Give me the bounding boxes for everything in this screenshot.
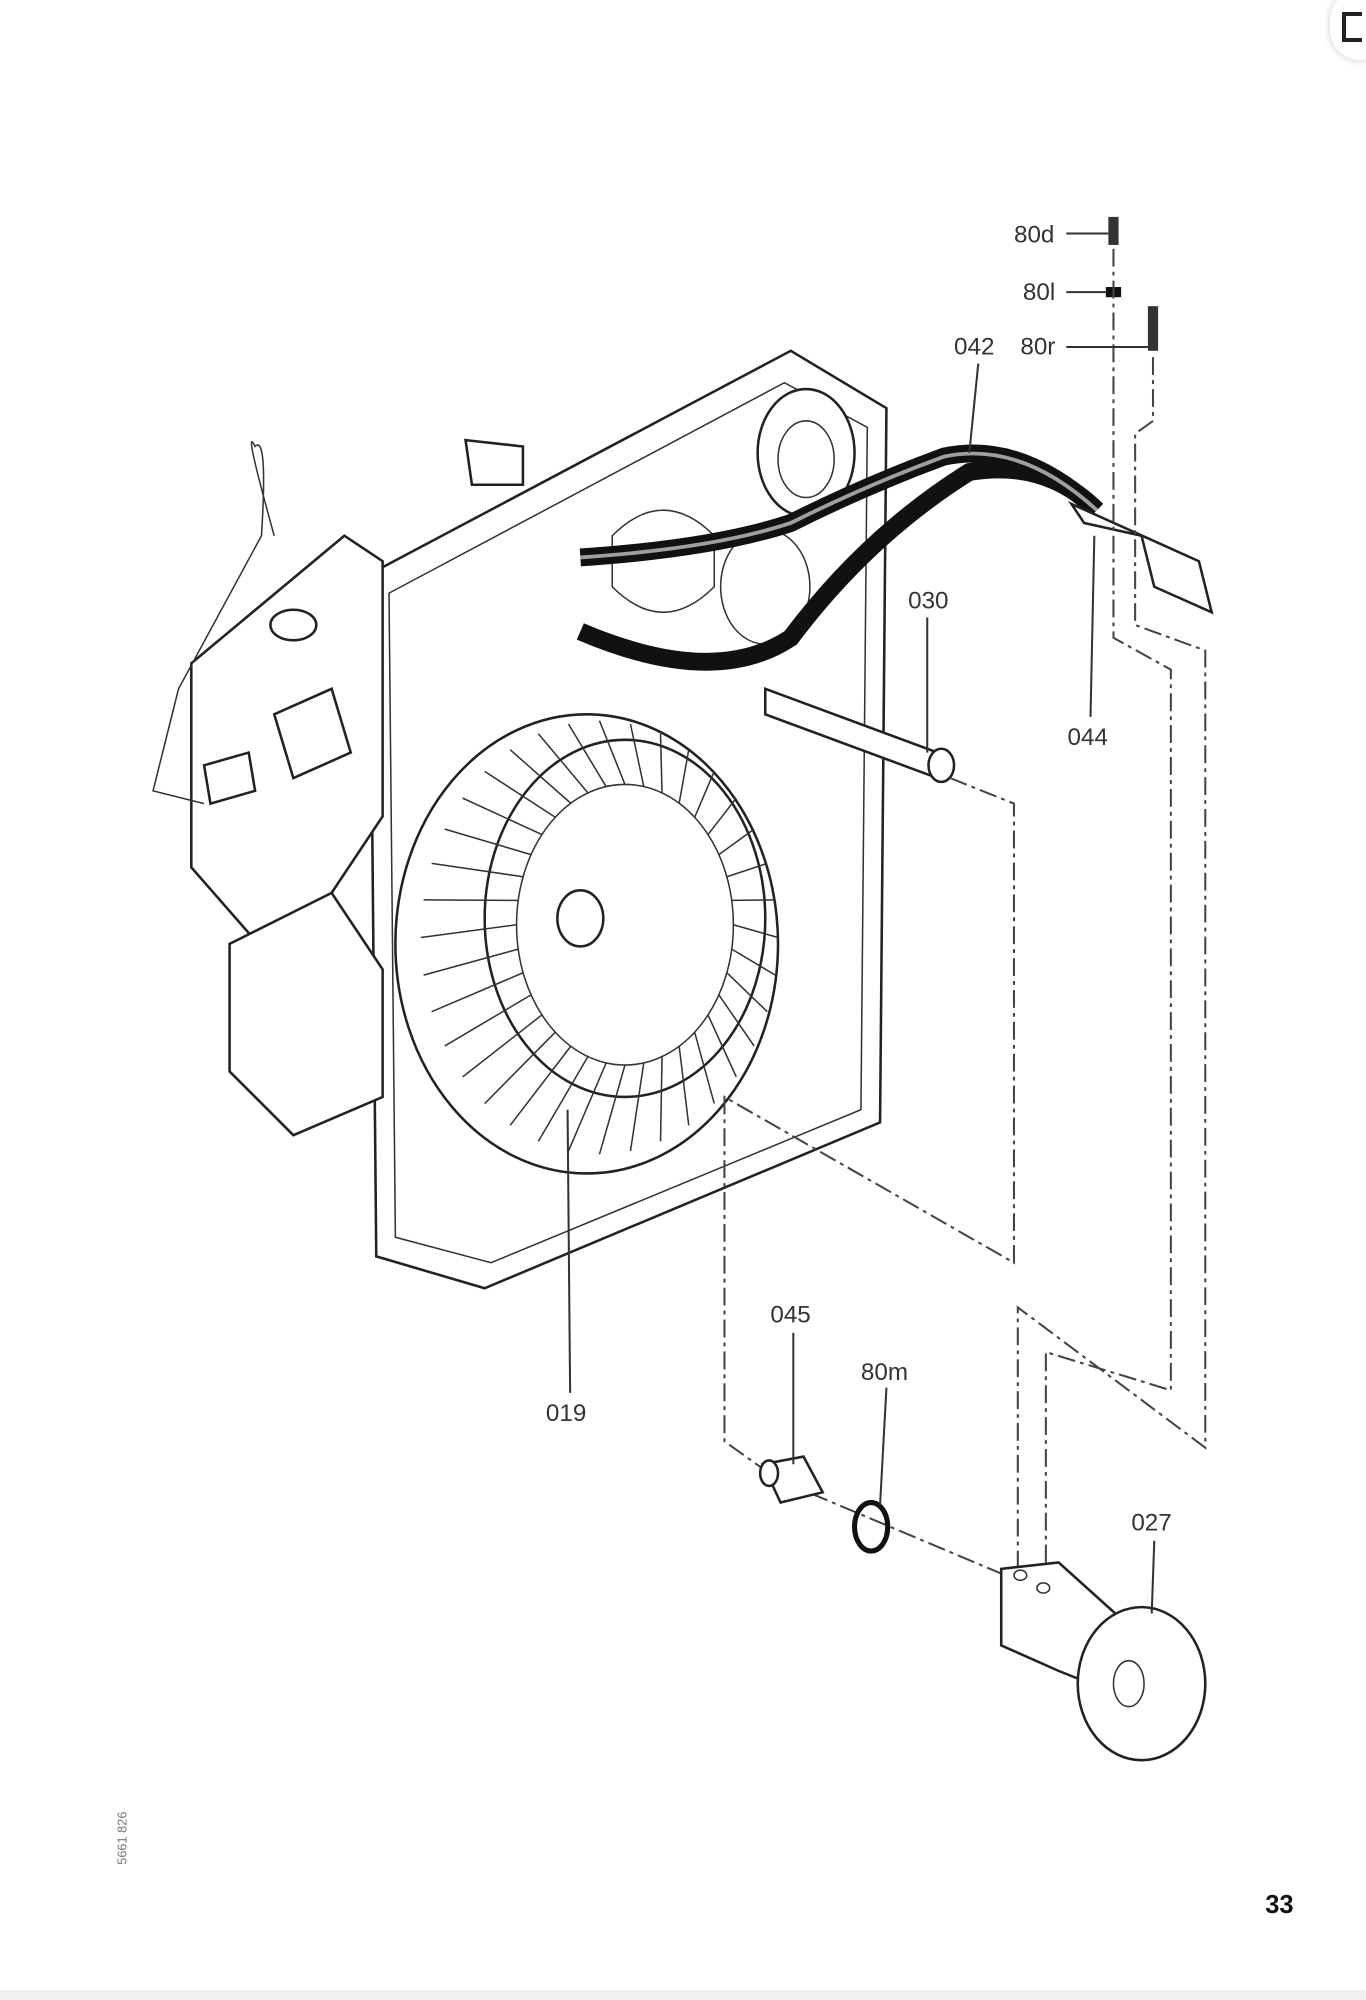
fan-blade: [462, 797, 543, 836]
expand-icon: [1342, 12, 1362, 42]
fan-blade: [629, 1062, 645, 1152]
fan-blade: [659, 1056, 663, 1142]
rod: [763, 686, 956, 784]
fan-blade: [678, 1046, 690, 1126]
fan-blade: [423, 899, 519, 902]
label-80l: 80l: [1023, 279, 1055, 306]
page-number: 33: [1265, 1891, 1293, 1919]
label-80d: 80d: [1014, 221, 1054, 248]
fan-blade: [431, 972, 524, 1013]
fan-blade: [444, 994, 532, 1047]
fan-blade: [718, 994, 755, 1047]
fan-wheel: [394, 713, 780, 1175]
bottom-bar: [0, 1990, 1366, 2000]
fan-blade: [462, 1014, 543, 1078]
fan-blade: [731, 899, 776, 902]
fan-blade: [659, 733, 663, 793]
fan-blade: [420, 923, 517, 939]
leader-lines: [566, 232, 1156, 1614]
ignition-tubes: [576, 444, 1104, 671]
fan-blade: [733, 924, 779, 939]
fan-blade: [707, 1014, 737, 1078]
fan-blade: [431, 862, 524, 878]
label-030: 030: [908, 587, 948, 614]
label-80m: 80m: [861, 1359, 908, 1386]
fan-blade: [567, 723, 607, 787]
label-80r: 80r: [1020, 334, 1055, 361]
fan-blade: [567, 1062, 607, 1152]
fan-blade: [726, 972, 768, 1013]
screw-80d: [1108, 216, 1119, 245]
fan-blade: [726, 862, 768, 878]
fan-blade: [509, 1045, 572, 1126]
fan-blade: [598, 1064, 626, 1155]
fan-blade: [537, 1056, 589, 1142]
fan-blade: [678, 749, 690, 804]
o-ring: [851, 1499, 891, 1554]
fan-blade: [707, 797, 737, 836]
fan-blade: [629, 723, 645, 787]
fan-blade: [423, 948, 519, 976]
gas-valve-motor: [152, 438, 525, 1137]
label-027: 027: [1131, 1510, 1171, 1537]
fan-blade: [509, 749, 572, 804]
fan-blade: [484, 1031, 556, 1105]
label-042: 042: [954, 334, 994, 361]
fan-blade: [693, 771, 715, 818]
fan-blade: [693, 1032, 715, 1104]
fan-blade: [484, 770, 556, 818]
fan-blade: [444, 828, 532, 856]
document-number: 5661 826: [114, 1812, 129, 1865]
nozzle: [758, 1455, 825, 1505]
fan-blade: [718, 828, 755, 856]
label-019: 019: [546, 1400, 586, 1427]
fan-blade: [731, 948, 776, 976]
assembly-lines: [723, 248, 1207, 1583]
label-044: 044: [1068, 724, 1108, 751]
screw-80r: [1147, 306, 1159, 351]
label-045: 045: [770, 1302, 810, 1329]
bracket: [1067, 500, 1214, 615]
burner-head: [999, 1561, 1207, 1762]
fan-blade: [598, 720, 626, 785]
fan-blade: [537, 733, 589, 794]
